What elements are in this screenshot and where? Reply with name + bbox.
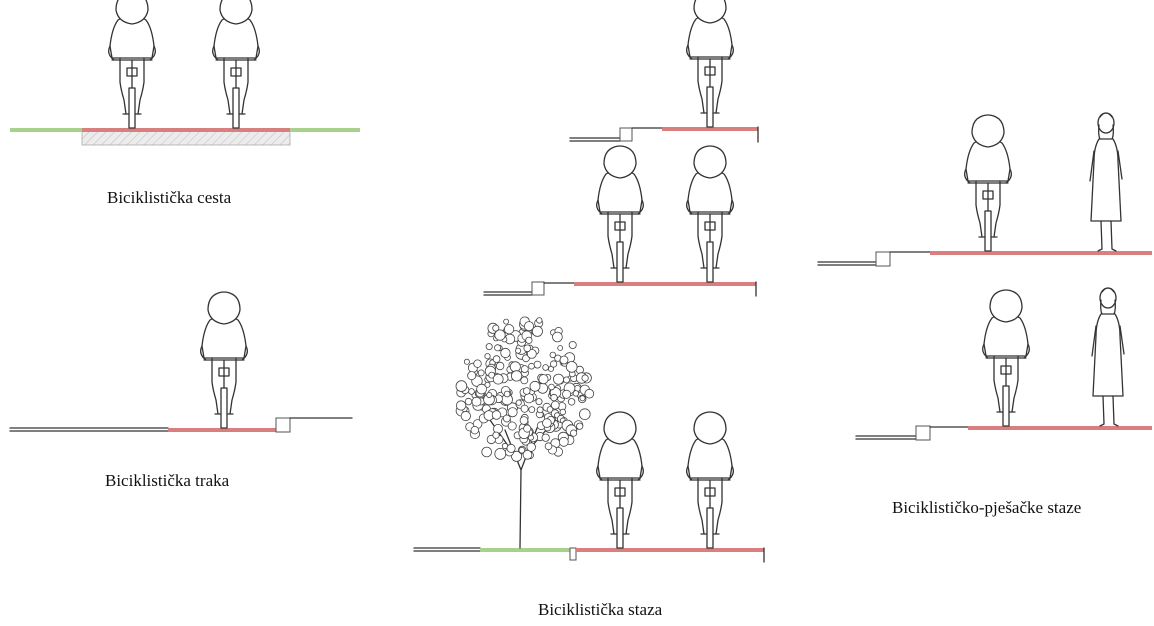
- caption-biciklisticka-cesta: Biciklistička cesta: [107, 188, 232, 207]
- tree-icon: [455, 316, 595, 549]
- cyclist-icon: [200, 291, 248, 429]
- cyclist-icon: [596, 145, 644, 283]
- caption-biciklisticka-staza: Biciklistička staza: [538, 600, 663, 619]
- green-verge-right: [290, 128, 360, 132]
- cyclist-icon: [686, 411, 734, 549]
- shared-path: [968, 426, 1152, 430]
- bike-path: [662, 127, 758, 131]
- cyclist-icon: [108, 0, 156, 129]
- cyclist-icon: [964, 114, 1012, 252]
- cyclist-icon: [596, 411, 644, 549]
- bike-surface: [82, 128, 290, 132]
- section-biciklisticko-pjesacke-staze: [817, 112, 1152, 441]
- bike-path: [574, 282, 756, 286]
- caption-biciklisticko-pjesacke-staze: Biciklističko-pješačke staze: [892, 498, 1082, 517]
- shared-path: [930, 251, 1152, 255]
- bike-path: [576, 548, 764, 552]
- cyclist-icon: [982, 289, 1030, 427]
- caption-biciklisticka-traka: Biciklistička traka: [105, 471, 230, 490]
- cyclist-icon: [212, 0, 260, 129]
- pedestrian-icon: [1089, 112, 1123, 252]
- green-verge: [480, 548, 570, 552]
- cyclist-icon: [686, 0, 734, 128]
- section-biciklisticka-staza: [413, 0, 765, 563]
- section-biciklisticka-cesta: [10, 0, 360, 146]
- green-verge-left: [10, 128, 82, 132]
- bike-lane: [168, 428, 276, 432]
- cyclist-icon: [686, 145, 734, 283]
- base-hatch: [81, 130, 291, 146]
- pedestrian-icon: [1091, 287, 1125, 427]
- section-biciklisticka-traka: [9, 291, 353, 433]
